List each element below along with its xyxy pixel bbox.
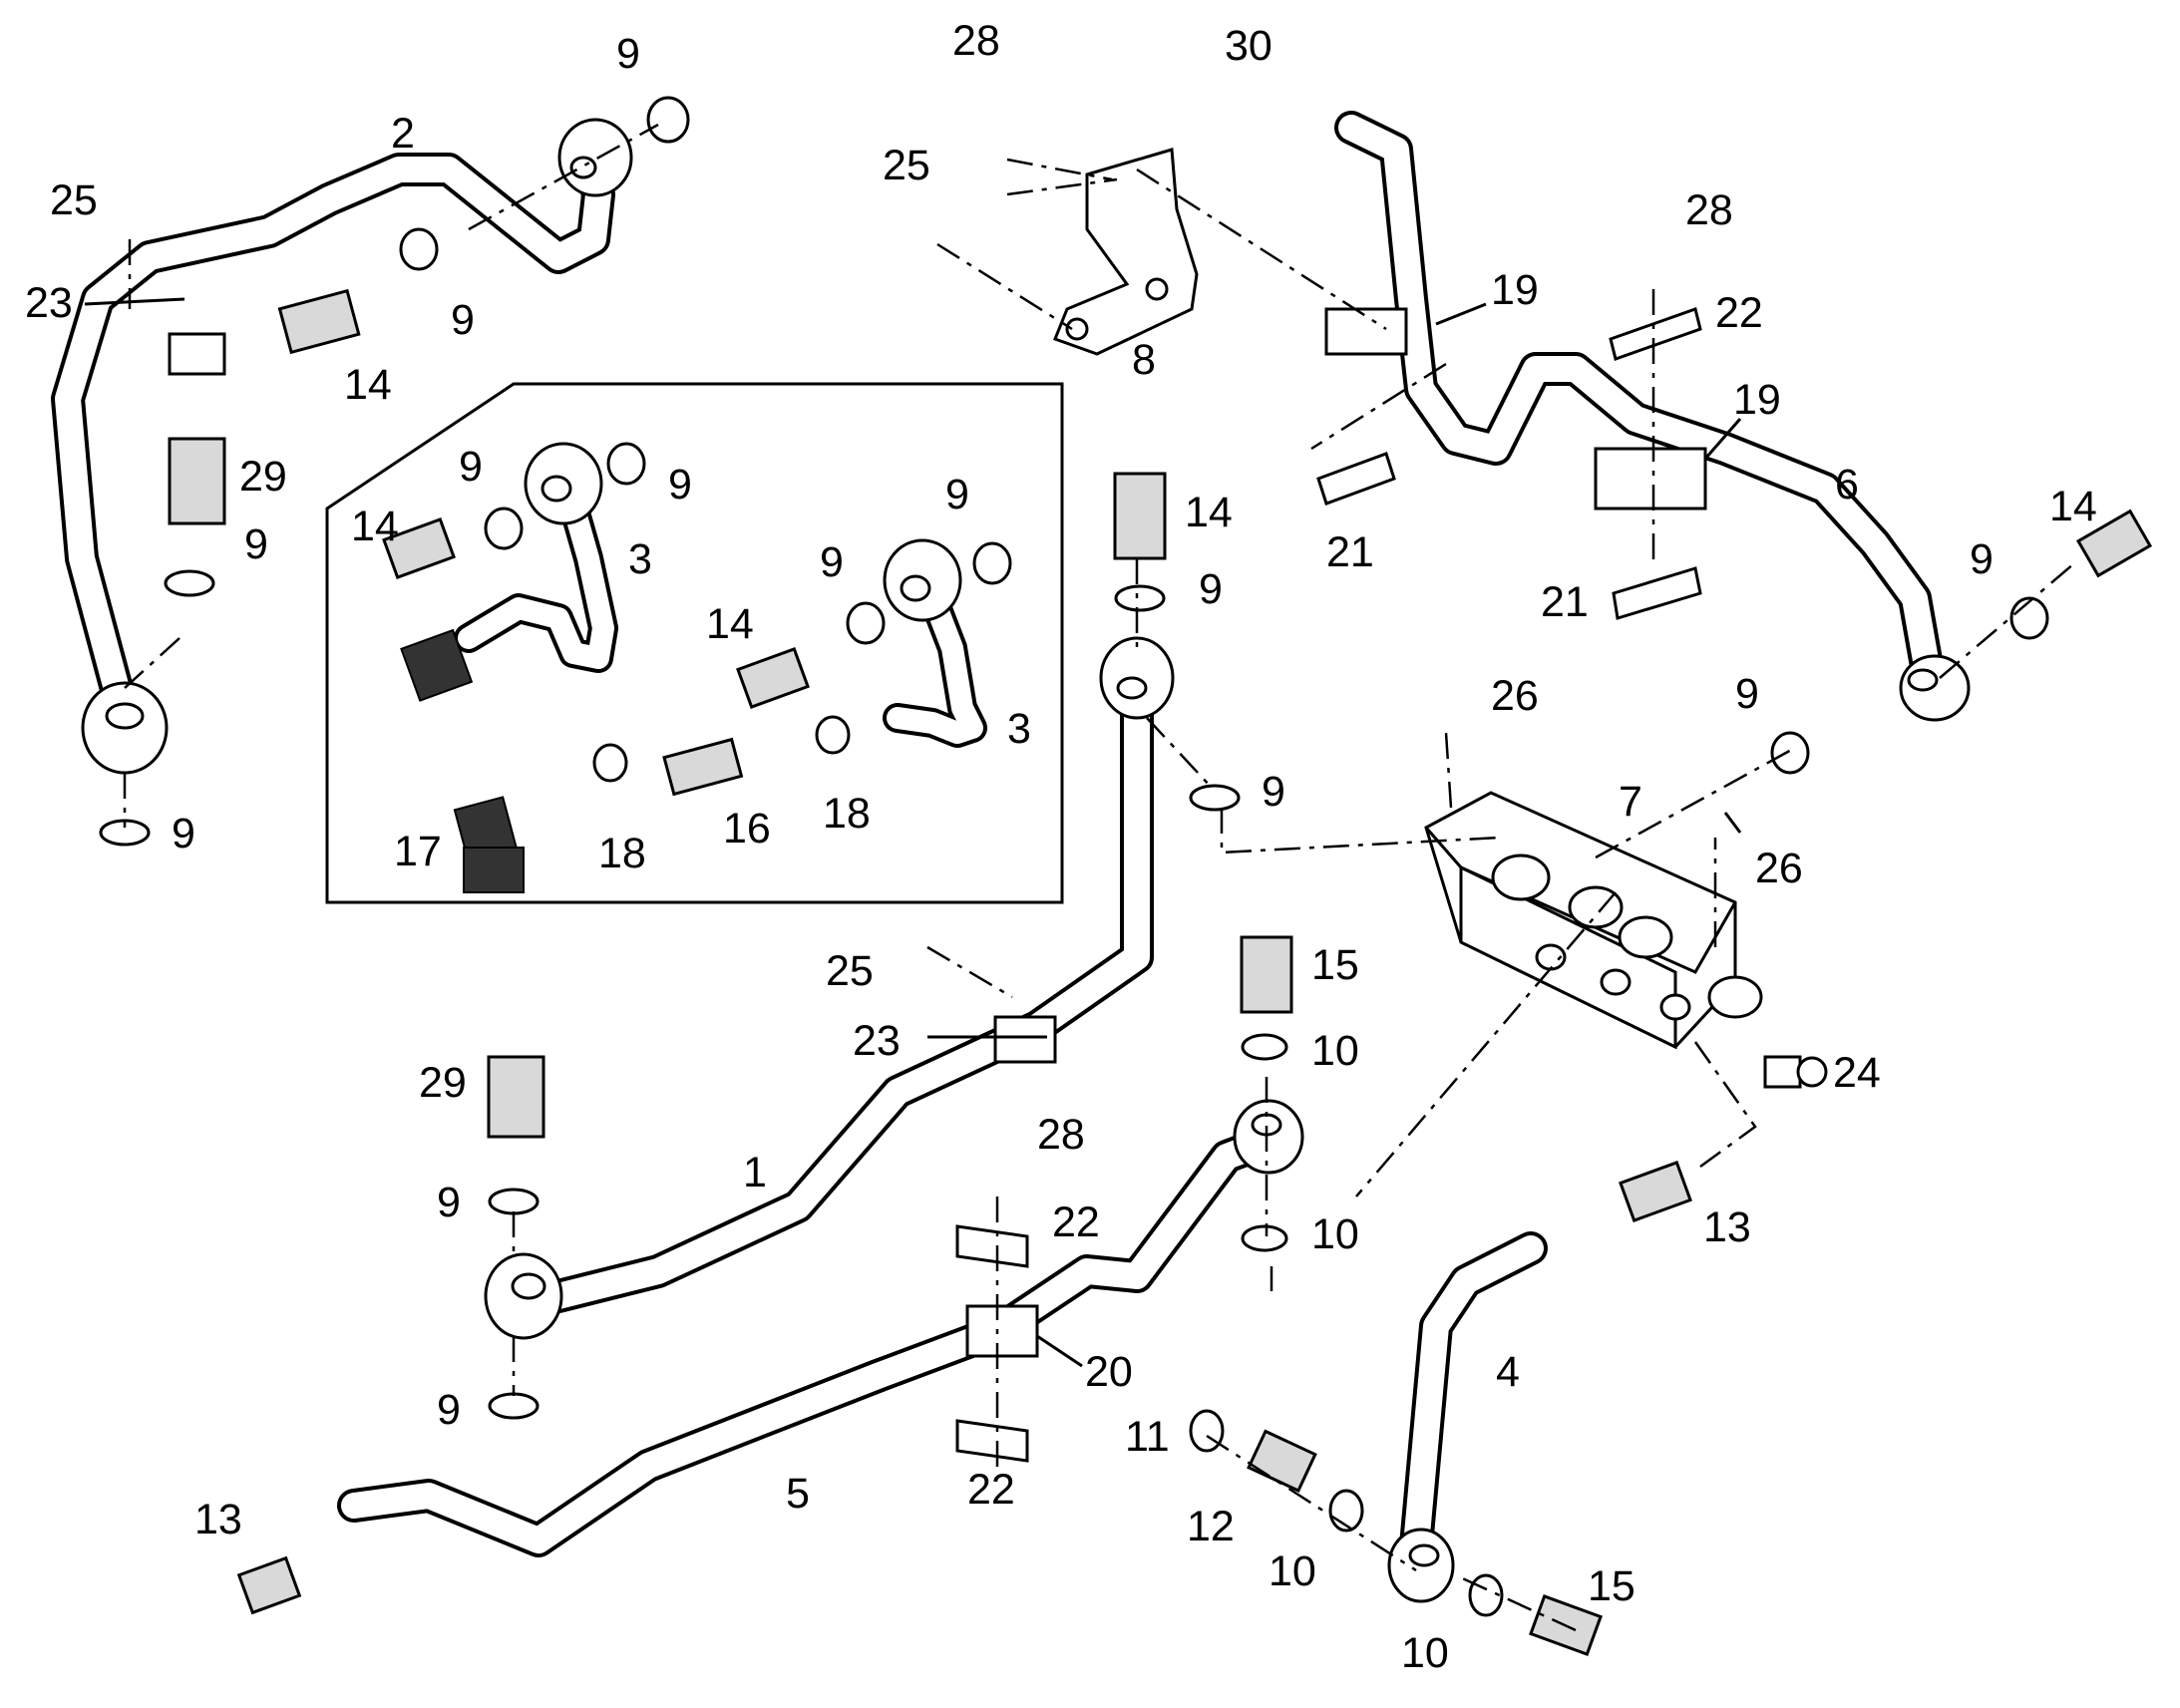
callout-26: 26 — [1491, 672, 1539, 720]
callout-13: 13 — [194, 1496, 242, 1543]
callout-9: 9 — [668, 461, 692, 509]
callout-13: 13 — [1703, 1203, 1751, 1251]
callout-labels: 2 9 25 23 9 14 29 9 9 28 30 25 8 19 28 2… — [25, 17, 2097, 1677]
callout-22: 22 — [1715, 289, 1763, 337]
callout-9: 9 — [437, 1386, 461, 1434]
pipe-1 — [492, 693, 1154, 1313]
callout-16: 16 — [723, 805, 771, 853]
callout-23: 23 — [25, 279, 73, 327]
pipe-3-inset — [454, 474, 618, 673]
pipe-3b-inset — [883, 568, 987, 748]
callout-8: 8 — [1132, 336, 1156, 384]
callout-10: 10 — [1269, 1547, 1316, 1595]
callout-1: 1 — [743, 1149, 767, 1196]
pipe-5 — [337, 1125, 1283, 1557]
callout-29: 29 — [419, 1059, 467, 1107]
callout-14: 14 — [344, 361, 392, 409]
callout-14: 14 — [2049, 483, 2097, 530]
callout-9: 9 — [244, 520, 268, 568]
washers — [99, 96, 2049, 1617]
callout-14: 14 — [706, 600, 754, 648]
callout-6: 6 — [1835, 461, 1859, 509]
callout-9: 9 — [451, 296, 475, 344]
callout-28: 28 — [1037, 1111, 1085, 1159]
callout-30: 30 — [1225, 22, 1272, 70]
leader-lines — [84, 297, 1742, 1368]
callout-9: 9 — [945, 471, 969, 518]
inset-frame — [325, 382, 1064, 904]
callout-9: 9 — [459, 443, 483, 491]
callout-22: 22 — [967, 1466, 1015, 1514]
callout-21: 21 — [1541, 578, 1589, 626]
bracket-8 — [1053, 148, 1199, 356]
callout-19: 19 — [1491, 266, 1539, 314]
callout-9: 9 — [1262, 768, 1285, 816]
callout-14: 14 — [1185, 489, 1233, 536]
callout-28: 28 — [952, 17, 1000, 65]
callout-24: 24 — [1833, 1049, 1881, 1097]
callout-11: 11 — [1125, 1413, 1170, 1461]
callout-20: 20 — [1085, 1348, 1133, 1396]
callout-9: 9 — [172, 810, 195, 857]
pipe-4 — [1399, 1231, 1548, 1562]
callout-18: 18 — [823, 790, 871, 838]
callout-3: 3 — [628, 535, 652, 583]
callout-18: 18 — [598, 830, 646, 877]
pipe-6 — [1334, 111, 1947, 700]
callout-25: 25 — [883, 142, 930, 189]
pipe-2 — [51, 143, 615, 710]
callout-19: 19 — [1733, 376, 1781, 424]
banjo-eyes — [81, 118, 1971, 1603]
callout-21: 21 — [1326, 528, 1374, 576]
clamps — [955, 307, 1707, 1463]
callout-7: 7 — [1619, 778, 1642, 826]
callout-10: 10 — [1311, 1027, 1359, 1075]
callout-9: 9 — [820, 538, 844, 586]
callout-17: 17 — [394, 828, 442, 875]
callout-9: 9 — [616, 30, 640, 78]
callout-5: 5 — [786, 1470, 810, 1518]
callout-9: 9 — [1970, 535, 1994, 583]
callout-23: 23 — [853, 1017, 901, 1065]
callout-9: 9 — [1735, 670, 1759, 718]
callout-22: 22 — [1052, 1198, 1100, 1246]
callout-26: 26 — [1755, 845, 1803, 892]
callout-10: 10 — [1401, 1629, 1449, 1677]
callout-29: 29 — [239, 453, 287, 501]
callout-15: 15 — [1311, 941, 1359, 989]
callout-14: 14 — [351, 503, 399, 550]
callout-15: 15 — [1588, 1562, 1635, 1610]
callout-9: 9 — [1199, 565, 1223, 613]
callout-3: 3 — [1007, 705, 1031, 753]
callout-25: 25 — [826, 947, 874, 995]
guide-lines — [123, 123, 2075, 1632]
callout-25: 25 — [50, 176, 98, 224]
callout-12: 12 — [1187, 1503, 1235, 1550]
callout-28: 28 — [1685, 186, 1733, 234]
callout-4: 4 — [1496, 1348, 1520, 1396]
callout-2: 2 — [391, 110, 415, 158]
callout-9: 9 — [437, 1179, 461, 1226]
callout-10: 10 — [1311, 1210, 1359, 1258]
